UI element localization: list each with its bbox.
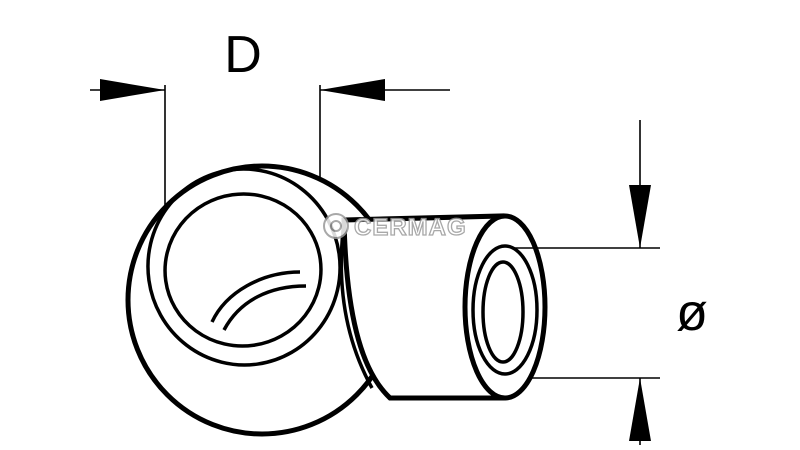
bore-inner-edge (163, 192, 323, 348)
dimension-diameter: ø (512, 120, 708, 445)
bore-outer-rim (146, 167, 342, 367)
arrowhead-top (629, 185, 651, 248)
bore-inner-thread (210, 270, 301, 323)
spigot-bore-outer (471, 244, 539, 376)
spigot (339, 213, 548, 401)
dimension-label-diameter: ø (676, 284, 708, 342)
arrowhead-right (320, 79, 385, 101)
watermark-logo-icon (323, 213, 349, 239)
dimension-d: D (90, 26, 450, 240)
spigot-body (341, 213, 505, 401)
dimension-label-d: D (224, 26, 262, 84)
watermark-logo-center (330, 220, 342, 232)
arrowhead-bottom (629, 378, 651, 441)
arrowhead-left (100, 79, 165, 101)
spigot-shoulder (339, 221, 374, 389)
spigot-end-face (462, 213, 548, 401)
watermark-text: CERMAG (354, 214, 467, 241)
spigot-bore-inner (481, 260, 525, 364)
watermark: CERMAG (323, 213, 467, 242)
bore-inner-thread-2 (222, 284, 307, 331)
